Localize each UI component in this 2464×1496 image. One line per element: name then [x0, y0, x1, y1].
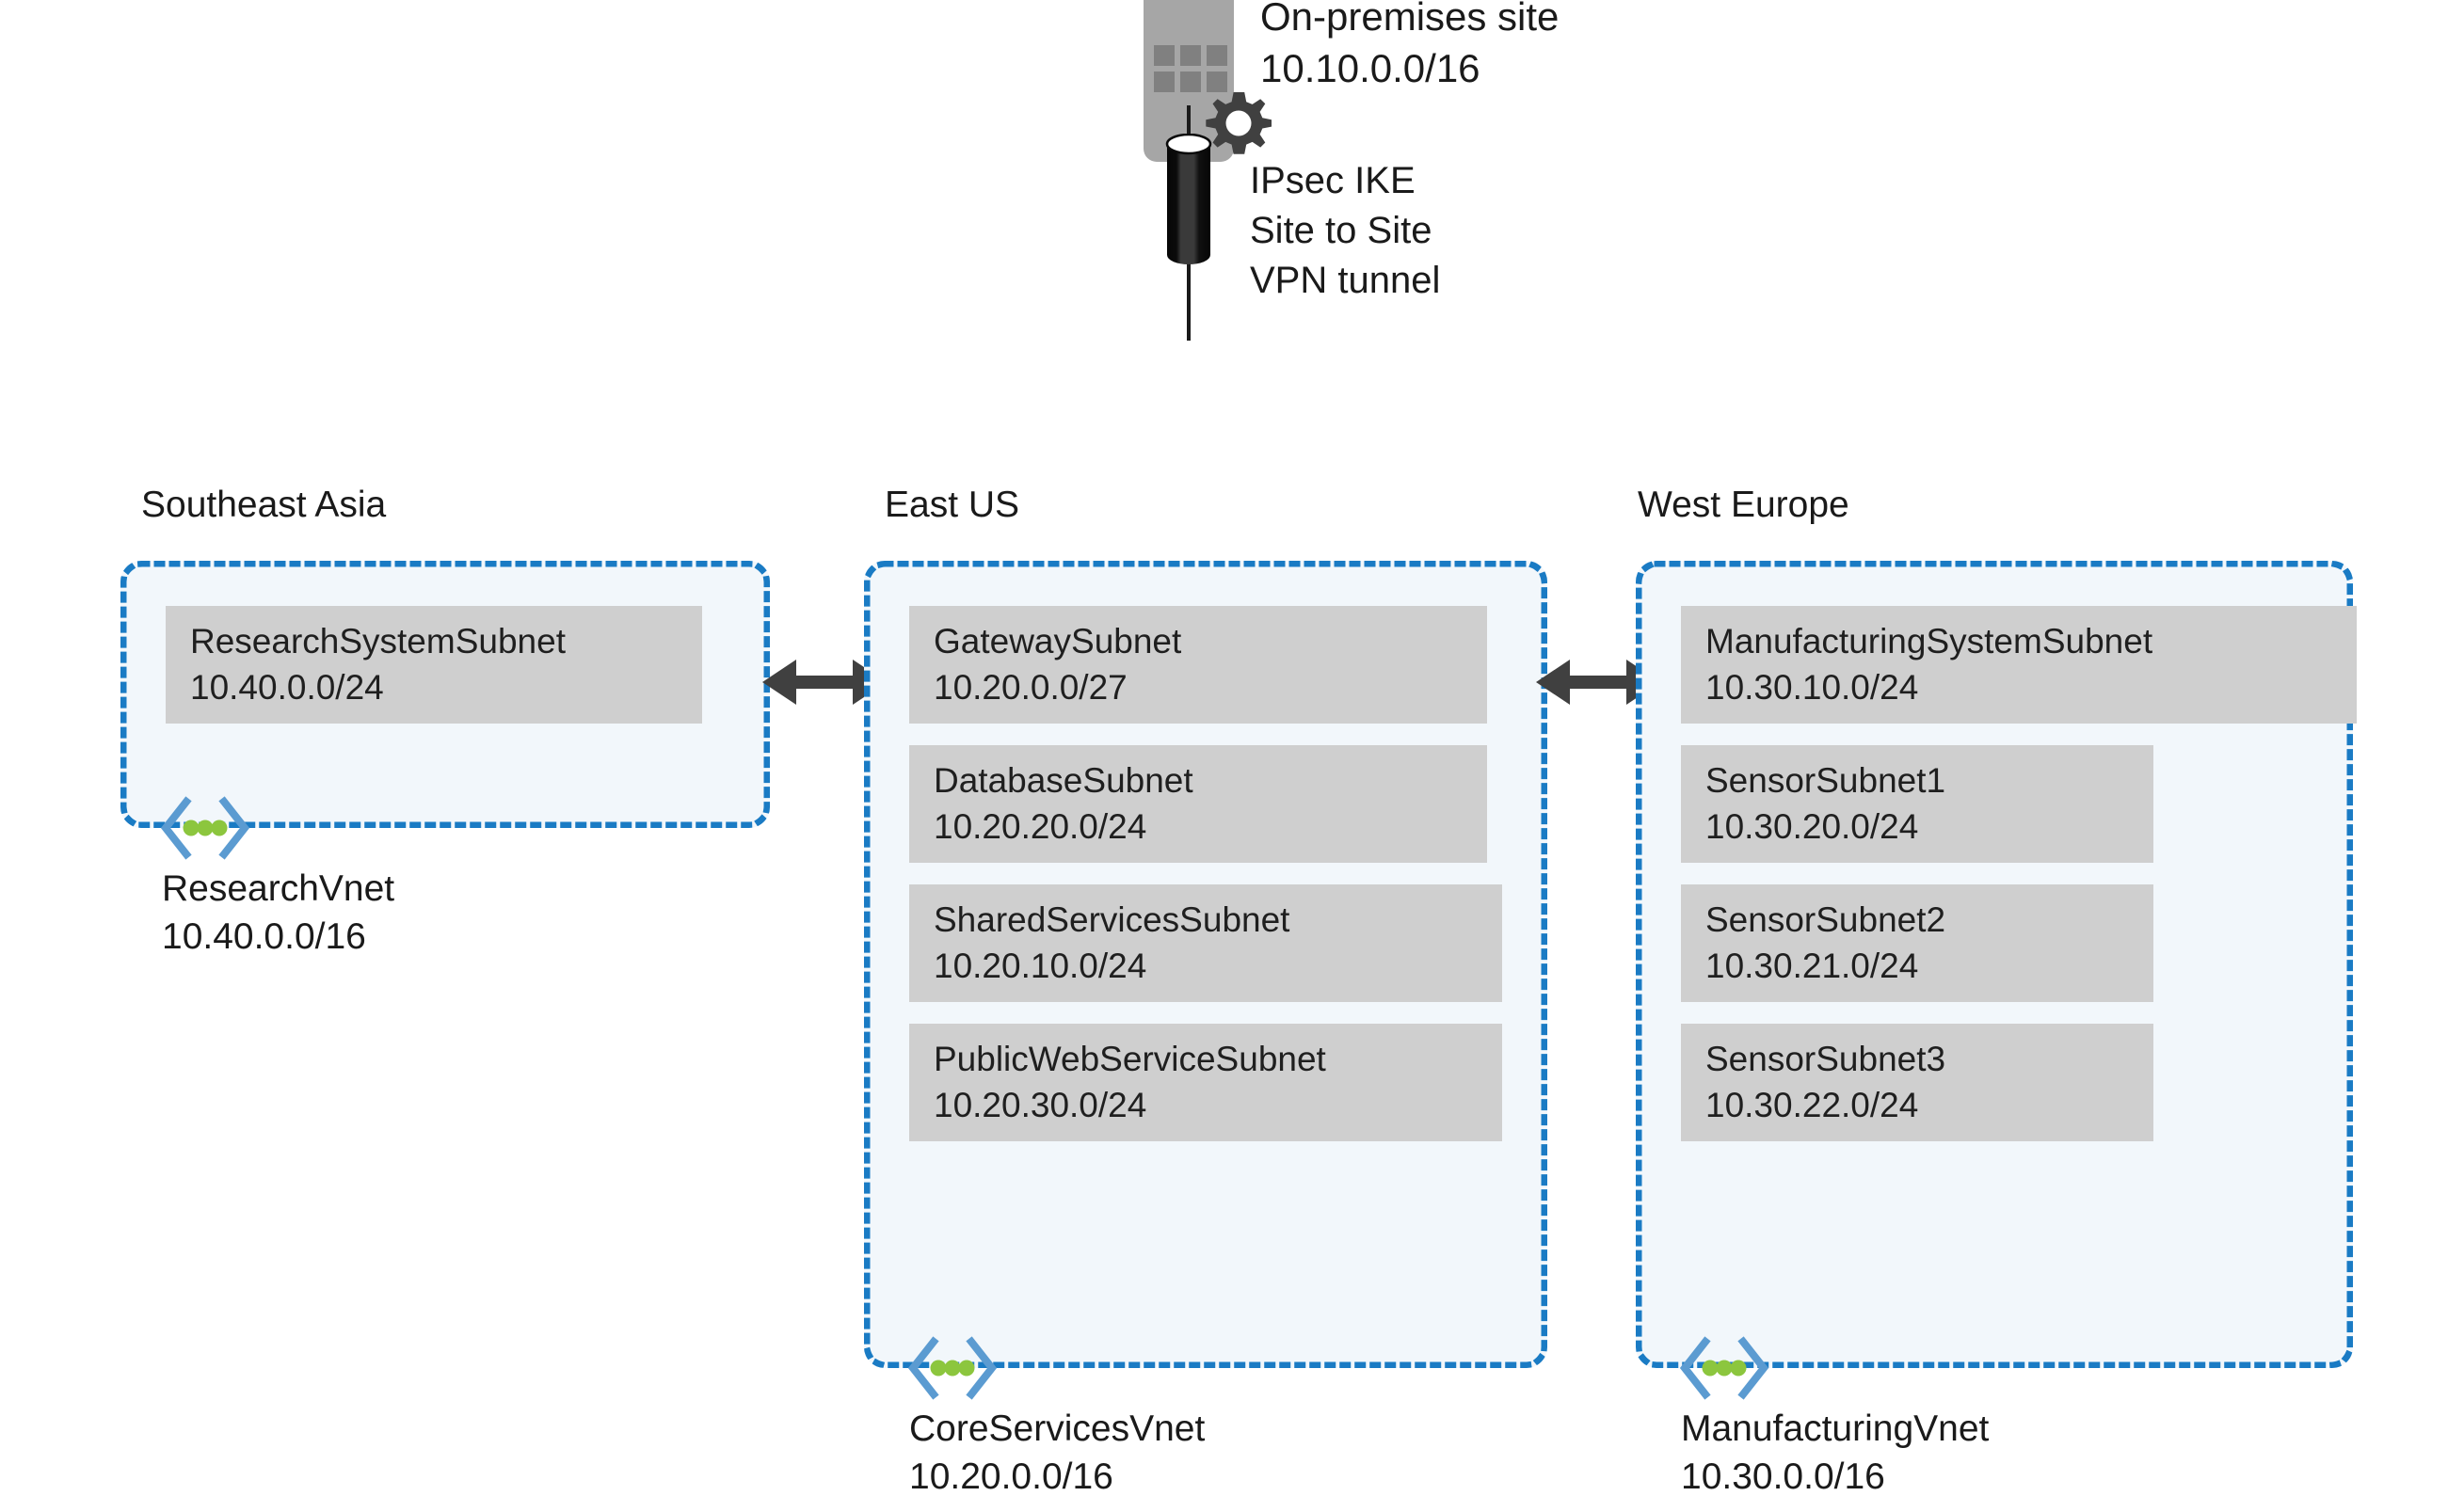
- subnet-cidr: 10.30.10.0/24: [1705, 667, 1919, 707]
- vpn-tunnel-label: IPsec IKE Site to Site VPN tunnel: [1250, 156, 1440, 307]
- subnet-publicwebservicesubnet[interactable]: PublicWebServiceSubnet 10.20.30.0/24: [909, 1024, 1502, 1141]
- subnet-cidr: 10.20.30.0/24: [934, 1085, 1147, 1124]
- subnet-name: SensorSubnet2: [1705, 900, 1946, 940]
- building-window: [1154, 72, 1175, 92]
- on-premises-cidr: 10.10.0.0/16: [1260, 46, 1480, 91]
- subnet-cidr: 10.30.22.0/24: [1705, 1085, 1919, 1124]
- vnet-name: ResearchVnet: [162, 868, 395, 909]
- region-label-southeast-asia: Southeast Asia: [141, 485, 387, 525]
- vnet-name: ManufacturingVnet: [1681, 1408, 1990, 1449]
- subnet-sensorsubnet1[interactable]: SensorSubnet1 10.30.20.0/24: [1681, 745, 2153, 863]
- subnet-databasesubnet[interactable]: DatabaseSubnet 10.20.20.0/24: [909, 745, 1487, 863]
- building-window: [1180, 45, 1201, 66]
- subnet-name: ManufacturingSystemSubnet: [1705, 622, 2153, 661]
- region-label-west-europe: West Europe: [1638, 485, 1849, 525]
- subnet-cidr: 10.30.21.0/24: [1705, 946, 1919, 985]
- on-premises-label-block: On-premises site 10.10.0.0/16: [1260, 0, 1559, 95]
- subnet-cidr: 10.20.10.0/24: [934, 946, 1147, 985]
- subnet-cidr: 10.20.20.0/24: [934, 806, 1147, 846]
- region-label-east-us: East US: [885, 485, 1020, 525]
- vnet-caption-coreservicesvnet: CoreServicesVnet 10.20.0.0/16: [909, 1406, 1205, 1496]
- region-southeast-asia: Southeast Asia ResearchSystemSubnet 10.4…: [0, 0, 847, 1035]
- building-window: [1207, 45, 1227, 66]
- vpn-label-line-1: IPsec IKE: [1250, 160, 1416, 201]
- vnet-container-manufacturingvnet[interactable]: ManufacturingSystemSubnet 10.30.10.0/24 …: [1636, 561, 2357, 1368]
- subnet-name: DatabaseSubnet: [934, 761, 1193, 801]
- subnet-manufacturingsystemsubnet[interactable]: ManufacturingSystemSubnet 10.30.10.0/24: [1681, 606, 2357, 724]
- vnet-icon: [1679, 1336, 1769, 1400]
- gear-icon: [1206, 92, 1272, 154]
- vnet-cidr: 10.30.0.0/16: [1681, 1456, 1885, 1496]
- subnet-name: SensorSubnet3: [1705, 1040, 1946, 1079]
- subnet-sensorsubnet3[interactable]: SensorSubnet3 10.30.22.0/24: [1681, 1024, 2153, 1141]
- subnet-cidr: 10.30.20.0/24: [1705, 806, 1919, 846]
- building-window: [1180, 72, 1201, 92]
- vnet-container-coreservicesvnet[interactable]: GatewaySubnet 10.20.0.0/27 DatabaseSubne…: [864, 561, 1547, 1368]
- on-premises-site-group: On-premises site 10.10.0.0/16: [1144, 0, 1821, 166]
- vpn-label-line-3: VPN tunnel: [1250, 260, 1441, 302]
- subnet-sharedservicessubnet[interactable]: SharedServicesSubnet 10.20.10.0/24: [909, 884, 1502, 1002]
- vnet-cidr: 10.20.0.0/16: [909, 1456, 1113, 1496]
- region-east-us: East US GatewaySubnet 10.20.0.0/27 Datab…: [864, 485, 1547, 1496]
- vnet-cidr: 10.40.0.0/16: [162, 915, 366, 957]
- peering-arrow-icon-core-to-manufacturing[interactable]: [1536, 649, 1660, 715]
- vnet-icon: [907, 1336, 998, 1400]
- subnet-name: ResearchSystemSubnet: [190, 622, 566, 661]
- vpn-label-line-2: Site to Site: [1250, 210, 1432, 252]
- subnet-name: SensorSubnet1: [1705, 761, 1946, 801]
- on-premises-name: On-premises site: [1260, 0, 1560, 39]
- building-windows: [1154, 45, 1227, 92]
- subnet-cidr: 10.40.0.0/24: [190, 667, 384, 707]
- building-window: [1154, 45, 1175, 66]
- vnet-icon: [160, 796, 250, 860]
- vnet-container-researchvnet[interactable]: ResearchSystemSubnet 10.40.0.0/24: [120, 561, 770, 828]
- vnet-caption-manufacturingvnet: ManufacturingVnet 10.30.0.0/16: [1681, 1406, 1989, 1496]
- subnet-gatewaysubnet[interactable]: GatewaySubnet 10.20.0.0/27: [909, 606, 1487, 724]
- vnet-caption-researchvnet: ResearchVnet 10.40.0.0/16: [162, 866, 394, 961]
- subnet-name: PublicWebServiceSubnet: [934, 1040, 1326, 1079]
- subnet-name: GatewaySubnet: [934, 622, 1182, 661]
- subnet-name: SharedServicesSubnet: [934, 900, 1290, 940]
- subnet-cidr: 10.20.0.0/27: [934, 667, 1128, 707]
- subnet-researchsystemsubnet[interactable]: ResearchSystemSubnet 10.40.0.0/24: [166, 606, 702, 724]
- subnet-sensorsubnet2[interactable]: SensorSubnet2 10.30.21.0/24: [1681, 884, 2153, 1002]
- vpn-tunnel-icon: [1165, 134, 1212, 264]
- vnet-name: CoreServicesVnet: [909, 1408, 1206, 1449]
- building-window: [1207, 72, 1227, 92]
- peering-arrow-icon-research-to-core[interactable]: [762, 649, 887, 715]
